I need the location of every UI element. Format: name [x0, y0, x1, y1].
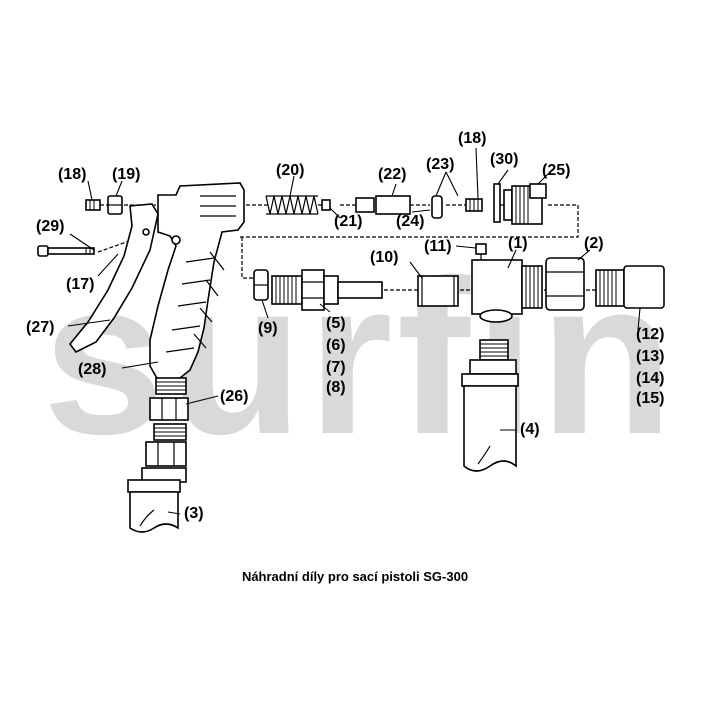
label-8: (8) — [326, 379, 346, 396]
label-13: (13) — [636, 348, 664, 365]
label-14: (14) — [636, 370, 664, 387]
label-23: (23) — [426, 156, 454, 173]
nut-19 — [107, 195, 123, 215]
hose-3 — [127, 479, 181, 533]
label-26: (26) — [220, 388, 248, 405]
label-9: (9) — [258, 320, 278, 337]
tube-10 — [417, 275, 459, 307]
nipple-5 — [271, 269, 383, 311]
label-24: (24) — [396, 213, 424, 230]
spring-20 — [265, 195, 319, 215]
suction-tube-4 — [461, 339, 519, 472]
cap-25 — [503, 183, 547, 225]
washer-30 — [493, 183, 501, 223]
label-22: (22) — [378, 166, 406, 183]
label-28: (28) — [78, 361, 106, 378]
grip-fitting-stack — [141, 377, 189, 483]
label-4: (4) — [520, 421, 540, 438]
hose-tail-12 — [595, 265, 665, 309]
label-1: (1) — [508, 235, 528, 252]
valve-22 — [355, 195, 411, 215]
label-12: (12) — [636, 326, 664, 343]
screw-11 — [475, 243, 487, 260]
label-11: (11) — [424, 238, 452, 255]
label-10: (10) — [370, 249, 398, 266]
screw-18-left — [85, 199, 101, 211]
label-30: (30) — [490, 151, 518, 168]
nut-2 — [545, 257, 585, 311]
label-27: (27) — [26, 319, 54, 336]
label-29: (29) — [36, 218, 64, 235]
label-2: (2) — [584, 235, 604, 252]
label-15: (15) — [636, 390, 664, 407]
pin-21 — [321, 199, 331, 211]
label-25: (25) — [542, 162, 570, 179]
assembly-line-mid — [240, 205, 579, 238]
pin-29 — [37, 245, 95, 257]
assembly-line-left-drop — [241, 237, 254, 279]
label-5: (5) — [326, 315, 346, 332]
label-3: (3) — [184, 505, 204, 522]
label-21: (21) — [334, 213, 362, 230]
label-17: (17) — [66, 276, 94, 293]
screw-18-right — [465, 198, 483, 212]
label-18-left: (18) — [58, 166, 86, 183]
label-6: (6) — [326, 337, 346, 354]
valve-body-1 — [471, 259, 543, 323]
label-20: (20) — [276, 162, 304, 179]
diagram-caption: Náhradní díly pro sací pistoli SG-300 — [241, 569, 469, 584]
label-7: (7) — [326, 359, 346, 376]
seal-24 — [431, 195, 443, 219]
trigger — [68, 203, 181, 354]
label-19: (19) — [112, 166, 140, 183]
fitting-9 — [253, 269, 269, 301]
leader-lines — [67, 147, 641, 515]
pistol-body — [149, 182, 245, 381]
label-18-right: (18) — [458, 130, 486, 147]
